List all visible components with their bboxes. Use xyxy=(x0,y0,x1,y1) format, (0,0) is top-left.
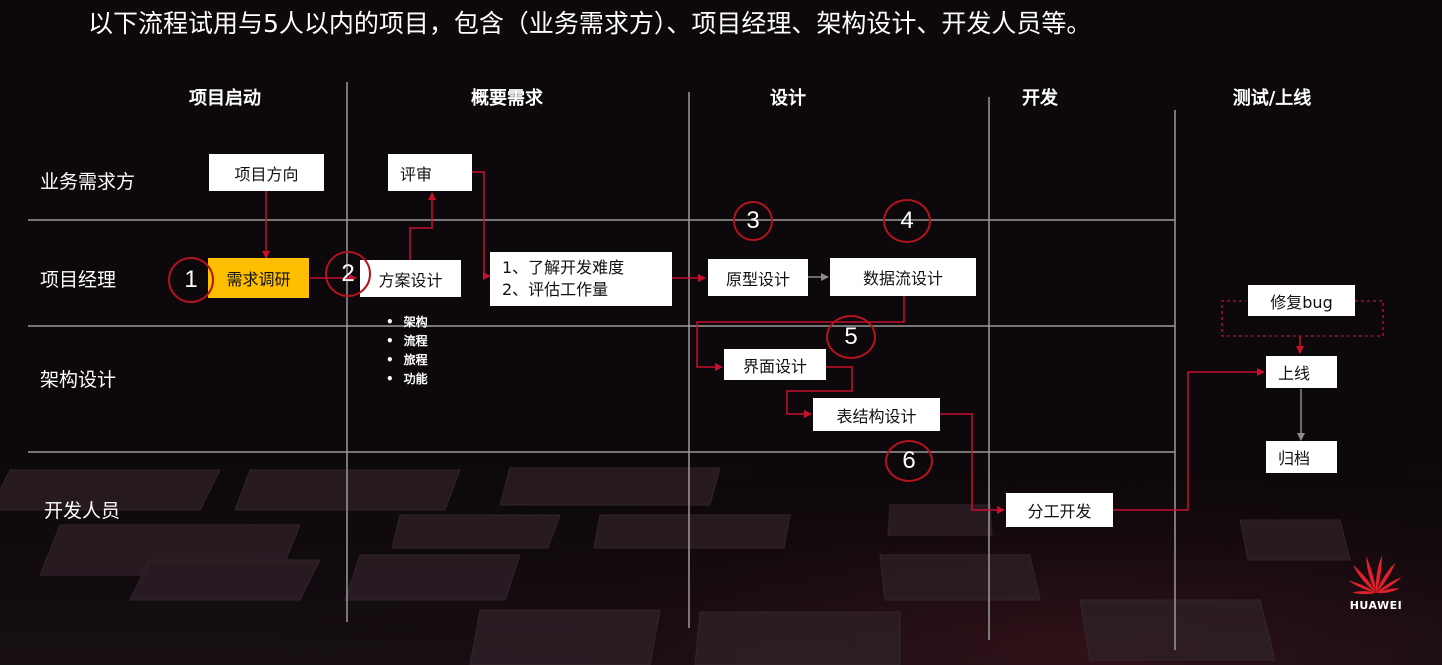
role-business-requester: 业务需求方 xyxy=(40,171,136,193)
box-task-development: 分工开发 xyxy=(1006,493,1113,527)
step-circle-6: 6 xyxy=(885,440,933,482)
box-ui-design: 界面设计 xyxy=(724,349,826,380)
box-requirement-research: 需求调研 xyxy=(208,258,309,298)
flow-arrows xyxy=(262,171,1304,514)
step-circle-5: 5 xyxy=(826,315,876,359)
step-circle-1: 1 xyxy=(168,257,214,303)
box-project-direction: 项目方向 xyxy=(209,154,324,191)
phase-design: 设计 xyxy=(770,88,806,109)
box-prototype-design: 原型设计 xyxy=(708,259,808,296)
phase-dividers xyxy=(346,82,1176,650)
gray-arrows xyxy=(808,273,1305,441)
box-dataflow-design: 数据流设计 xyxy=(830,258,976,296)
box-dev-assessment: 1、了解开发难度 2、评估工作量 xyxy=(490,252,672,306)
huawei-flower-icon xyxy=(1348,555,1402,595)
box-fix-bug: 修复bug xyxy=(1248,285,1355,316)
step-circle-3: 3 xyxy=(733,201,773,241)
box-review: 评审 xyxy=(388,154,472,191)
solution-bullets: 架构 流程 旅程 功能 xyxy=(386,313,428,389)
phase-test-launch: 测试/上线 xyxy=(1232,88,1312,109)
step-circle-2: 2 xyxy=(325,251,371,297)
box-archive: 归档 xyxy=(1266,441,1337,473)
bullet-item: 功能 xyxy=(386,370,428,389)
box-table-design: 表结构设计 xyxy=(813,398,940,431)
step-circle-4: 4 xyxy=(883,199,931,243)
box-solution-design: 方案设计 xyxy=(360,260,461,297)
box-go-live: 上线 xyxy=(1266,356,1337,388)
phase-project-start: 项目启动 xyxy=(189,88,261,109)
bullet-item: 旅程 xyxy=(386,351,428,370)
role-architecture-design: 架构设计 xyxy=(40,369,117,391)
brand-name: HUAWEI xyxy=(1349,599,1403,612)
phase-development: 开发 xyxy=(1022,88,1058,109)
bullet-item: 架构 xyxy=(386,313,428,332)
dev-difficulty-text: 1、了解开发难度 xyxy=(502,258,625,277)
huawei-logo: HUAWEI xyxy=(1344,553,1408,612)
workload-estimate-text: 2、评估工作量 xyxy=(502,280,609,299)
phase-overview-requirements: 概要需求 xyxy=(471,88,543,109)
role-developer: 开发人员 xyxy=(44,500,121,522)
lane-dividers xyxy=(28,219,1175,453)
role-project-manager: 项目经理 xyxy=(40,269,117,291)
bullet-item: 流程 xyxy=(386,332,428,351)
headline: 以下流程试用与5人以内的项目，包含（业务需求方）、项目经理、架构设计、开发人员等… xyxy=(88,9,1092,38)
